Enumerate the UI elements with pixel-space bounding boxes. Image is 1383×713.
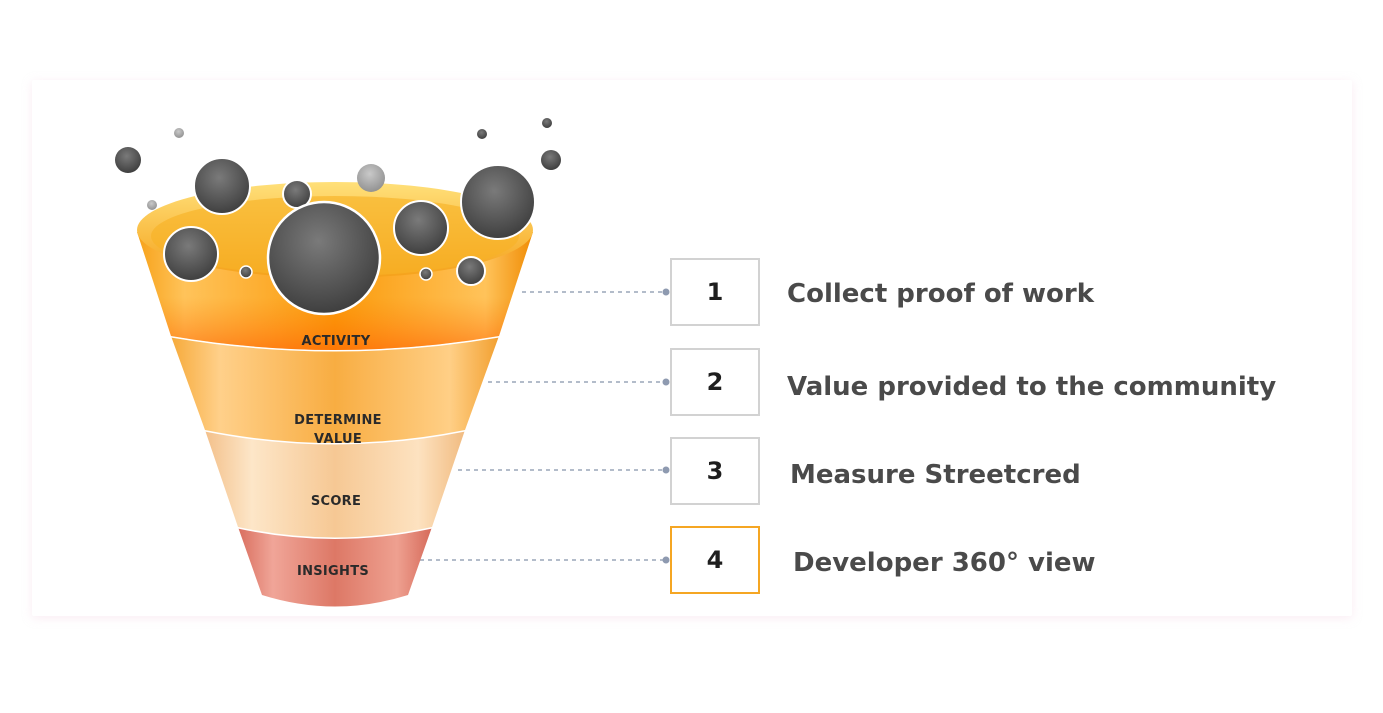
bubble — [419, 267, 433, 281]
bubble — [163, 226, 219, 282]
step-text-4: Developer 360° view — [793, 548, 1096, 578]
step-text-2: Value provided to the community — [787, 372, 1277, 402]
bubble — [266, 200, 382, 316]
connector-dot-4 — [662, 556, 670, 564]
bubble — [456, 256, 486, 286]
bubble — [174, 128, 184, 138]
step-number-box-2: 2 — [670, 348, 760, 416]
bubble — [542, 118, 552, 128]
bubble — [239, 265, 253, 279]
step-number-box-3: 3 — [670, 437, 760, 505]
step-text-3: Measure Streetcred — [790, 460, 1081, 490]
bubble — [393, 200, 449, 256]
bubble — [357, 164, 385, 192]
stage-label-insights: INSIGHTS — [297, 564, 369, 579]
bubble — [541, 150, 561, 170]
bubble — [193, 157, 251, 215]
step-text-1: Collect proof of work — [787, 279, 1095, 309]
connector-dot-1 — [662, 288, 670, 296]
stage-label-activity: ACTIVITY — [302, 334, 371, 349]
stage-label-score: SCORE — [311, 494, 361, 509]
bubble — [147, 200, 157, 210]
connector-dot-3 — [662, 466, 670, 474]
step-number-box-4: 4 — [670, 526, 760, 594]
bubbles — [115, 118, 561, 316]
stage-label-determine-line2: VALUE — [314, 432, 362, 447]
stage-label-determine-line1: DETERMINE — [294, 413, 382, 428]
bubble — [115, 147, 141, 173]
step-number-box-1: 1 — [670, 258, 760, 326]
connector-lines — [420, 288, 670, 564]
bubble — [460, 164, 536, 240]
bubble — [477, 129, 487, 139]
connector-dot-2 — [662, 378, 670, 386]
